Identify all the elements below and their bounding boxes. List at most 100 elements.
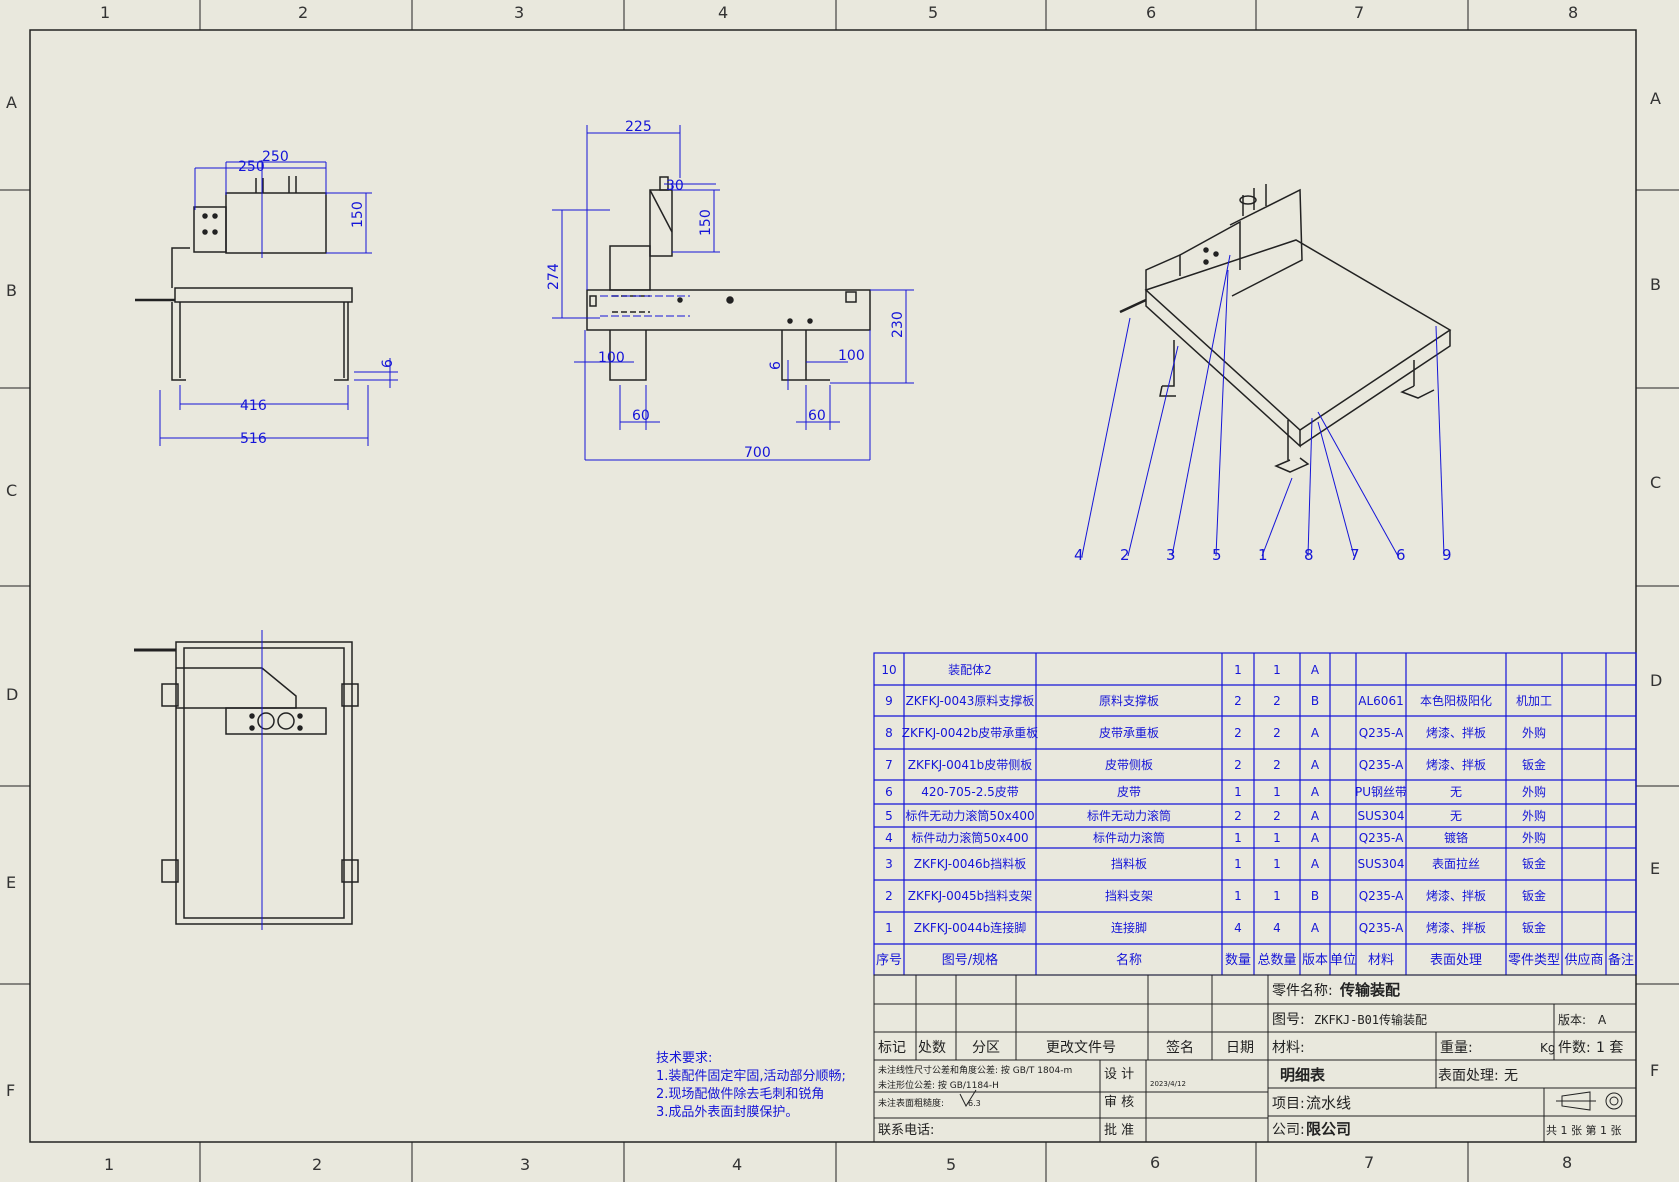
bom-cell-type: 外购: [1522, 808, 1546, 823]
pieces-label: 件数:: [1558, 1040, 1591, 1056]
balloon: 2: [1120, 546, 1130, 564]
bom-header-supplier: 供应商: [1564, 952, 1603, 968]
col-label: 8: [1568, 3, 1578, 22]
col-label: 6: [1146, 3, 1156, 22]
dim-label: 30: [666, 178, 684, 194]
dim-label: 225: [625, 119, 652, 135]
top-view: [134, 641, 359, 925]
bom-cell-ver: A: [1311, 758, 1320, 772]
balloon-labels: 4 2 3 5 1 8 7 6 9: [1074, 546, 1452, 564]
bom-cell-name: 挡料板: [1111, 857, 1147, 871]
col-label: 5: [946, 1155, 956, 1174]
bom-cell-name: 标件无动力滚筒: [1087, 808, 1171, 823]
rev-header-mark: 标记: [878, 1040, 906, 1056]
projection-symbol-icon: [1556, 1091, 1623, 1111]
row-label: A: [1650, 89, 1661, 108]
bom-cell-type: 钣金: [1522, 757, 1546, 772]
company: 限公司: [1306, 1120, 1351, 1138]
bom-cell-total: 1: [1273, 663, 1281, 677]
bom-cell-qty: 2: [1234, 694, 1242, 708]
col-label: 7: [1364, 1153, 1374, 1172]
bom-cell-qty: 1: [1234, 889, 1242, 903]
note-item: 1.装配件固定牢固,活动部分顺畅;: [656, 1069, 846, 1084]
col-label: 3: [520, 1155, 530, 1174]
project-label: 项目:: [1272, 1096, 1305, 1112]
col-label: 2: [312, 1155, 322, 1174]
dim-label: 6: [380, 359, 396, 368]
part-name-label: 零件名称:: [1272, 983, 1333, 999]
dim-label: 274: [546, 263, 562, 290]
front-view-dimensions: [159, 160, 398, 446]
balloon-leaders: [1081, 254, 1445, 557]
balloon: 8: [1304, 546, 1314, 564]
bom-cell-mat: AL6061: [1358, 694, 1403, 708]
bom-cell-name: 皮带承重板: [1099, 726, 1159, 740]
col-label: 1: [104, 1155, 114, 1174]
bom-cell-no: 7: [885, 758, 893, 772]
drawing-no: ZKFKJ-B01传输装配: [1314, 1012, 1427, 1027]
bom-cell-finish: 烤漆、拌板: [1426, 920, 1486, 935]
bom-cell-finish: 无: [1450, 809, 1462, 823]
bom-cell-no: 1: [885, 921, 893, 935]
sheet-count: 共 1 张 第 1 张: [1546, 1123, 1621, 1137]
bom-cell-finish: 本色阳极阳化: [1420, 694, 1492, 708]
dim-label: 700: [744, 445, 771, 461]
bom-cell-qty: 1: [1234, 663, 1242, 677]
note-item: 2.现场配做件除去毛刺和锐角: [656, 1087, 824, 1102]
bom-cell-qty: 2: [1234, 726, 1242, 740]
bom-cell-ver: A: [1311, 921, 1320, 935]
balloon: 1: [1258, 546, 1268, 564]
bom-cell-code: ZKFKJ-0041b皮带侧板: [908, 758, 1032, 772]
bom-cell-type: 外购: [1522, 784, 1546, 799]
bom-cell-name: 连接脚: [1111, 920, 1147, 935]
col-label: 5: [928, 3, 938, 22]
bom-header-code: 图号/规格: [942, 952, 998, 968]
bom-cell-ver: A: [1311, 857, 1320, 871]
dim-label: 250: [262, 149, 289, 165]
notes-title: 技术要求:: [656, 1051, 712, 1066]
bom-cell-name: 皮带侧板: [1105, 758, 1153, 772]
dim-label: 150: [350, 201, 366, 228]
col-label: 4: [732, 1155, 742, 1174]
bom-cell-finish: 烤漆、拌板: [1426, 725, 1486, 740]
bom-header-name: 名称: [1116, 952, 1142, 968]
bom-cell-ver: A: [1311, 785, 1320, 799]
title-block-grid: [873, 974, 1637, 1143]
balloon: 7: [1350, 546, 1360, 564]
version-label: 版本:: [1558, 1013, 1586, 1027]
col-label: 7: [1354, 3, 1364, 22]
row-label: B: [1650, 275, 1661, 294]
bom-cell-code: 420-705-2.5皮带: [921, 785, 1019, 799]
dim-label: 60: [808, 408, 826, 424]
bom-cell-qty: 1: [1234, 857, 1242, 871]
dim-label: 60: [632, 408, 650, 424]
bom-cell-type: 外购: [1522, 830, 1546, 845]
row-label: F: [1650, 1061, 1659, 1080]
bom-cell-mat: SUS304: [1358, 809, 1405, 823]
bom-cell-qty: 1: [1234, 831, 1242, 845]
row-label: A: [6, 93, 17, 112]
bom-header-type: 零件类型: [1508, 953, 1560, 968]
col-label: 2: [298, 3, 308, 22]
company-label: 公司:: [1272, 1122, 1305, 1138]
bom-cell-code: ZKFKJ-0044b连接脚: [914, 920, 1026, 935]
side-view-dim-labels: 225 30 150 274 230 100 100 6 60 60 700: [546, 119, 906, 461]
rev-header-sign: 签名: [1166, 1039, 1194, 1056]
technical-notes: 技术要求: 1.装配件固定牢固,活动部分顺畅; 2.现场配做件除去毛刺和锐角 3…: [656, 1051, 846, 1120]
bom-header-ver: 版本: [1302, 953, 1328, 968]
bom-cell-finish: 烤漆、拌板: [1426, 888, 1486, 903]
row-label: B: [6, 281, 17, 300]
bom-cell-no: 10: [881, 663, 896, 677]
bom-header-qty: 数量: [1225, 953, 1251, 968]
bom-cell-ver: A: [1311, 726, 1320, 740]
bom-cell-code: ZKFKJ-0046b挡料板: [914, 857, 1026, 871]
bom-cell-total: 1: [1273, 831, 1281, 845]
balloon: 6: [1396, 546, 1406, 564]
bom-cell-name: 标件动力滚筒: [1093, 830, 1165, 845]
balloon: 3: [1166, 546, 1176, 564]
row-label: E: [6, 873, 16, 892]
bom-cell-type: 钣金: [1522, 856, 1546, 871]
bom-cell-total: 2: [1273, 809, 1281, 823]
dim-label: 250: [238, 159, 265, 175]
bom-cell-type: 钣金: [1522, 888, 1546, 903]
